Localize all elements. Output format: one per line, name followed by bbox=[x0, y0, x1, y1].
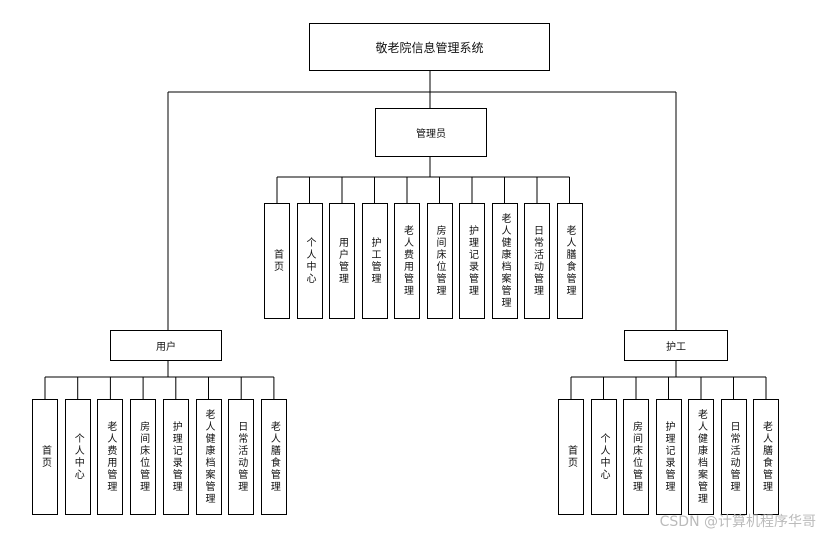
user-leaf-3: 房间床位管理 bbox=[130, 399, 157, 515]
admin-leaf-3: 护工管理 bbox=[361, 203, 388, 319]
admin-leaf-5: 房间床位管理 bbox=[426, 203, 453, 319]
nurse-leaf-5: 日常活动管理 bbox=[720, 399, 747, 515]
admin-leaf-6: 护理记录管理 bbox=[459, 203, 485, 319]
admin-leaf-8: 日常活动管理 bbox=[524, 203, 550, 319]
admin-leaf-4: 老人费用管理 bbox=[394, 203, 420, 319]
user-leaf-5: 老人健康档案管理 bbox=[195, 399, 222, 515]
admin-leaf-0: 首页 bbox=[264, 203, 290, 319]
admin-node: 管理员 bbox=[375, 108, 487, 157]
admin-leaf-9: 老人膳食管理 bbox=[556, 203, 583, 319]
user-leaf-1: 个人中心 bbox=[64, 399, 91, 515]
nurse-leaf-4: 老人健康档案管理 bbox=[688, 399, 714, 515]
root-node: 敬老院信息管理系统 bbox=[309, 23, 550, 71]
nurse-leaf-1: 个人中心 bbox=[590, 399, 617, 515]
nurse-leaf-3: 护理记录管理 bbox=[655, 399, 682, 515]
user-leaf-2: 老人费用管理 bbox=[97, 399, 124, 515]
user-leaf-7: 老人膳食管理 bbox=[260, 399, 287, 515]
nurse-leaf-2: 房间床位管理 bbox=[623, 399, 649, 515]
admin-leaf-1: 个人中心 bbox=[296, 203, 323, 319]
nurse-leaf-6: 老人膳食管理 bbox=[753, 399, 779, 515]
nurse-node: 护工 bbox=[624, 330, 728, 361]
user-leaf-4: 护理记录管理 bbox=[162, 399, 189, 515]
user-node: 用户 bbox=[110, 330, 222, 361]
watermark: CSDN @计算机程序华哥 bbox=[659, 514, 816, 530]
user-leaf-6: 日常活动管理 bbox=[228, 399, 255, 515]
admin-leaf-7: 老人健康档案管理 bbox=[491, 203, 518, 319]
nurse-leaf-0: 首页 bbox=[558, 399, 584, 515]
admin-leaf-2: 用户管理 bbox=[329, 203, 355, 319]
user-leaf-0: 首页 bbox=[32, 399, 58, 515]
